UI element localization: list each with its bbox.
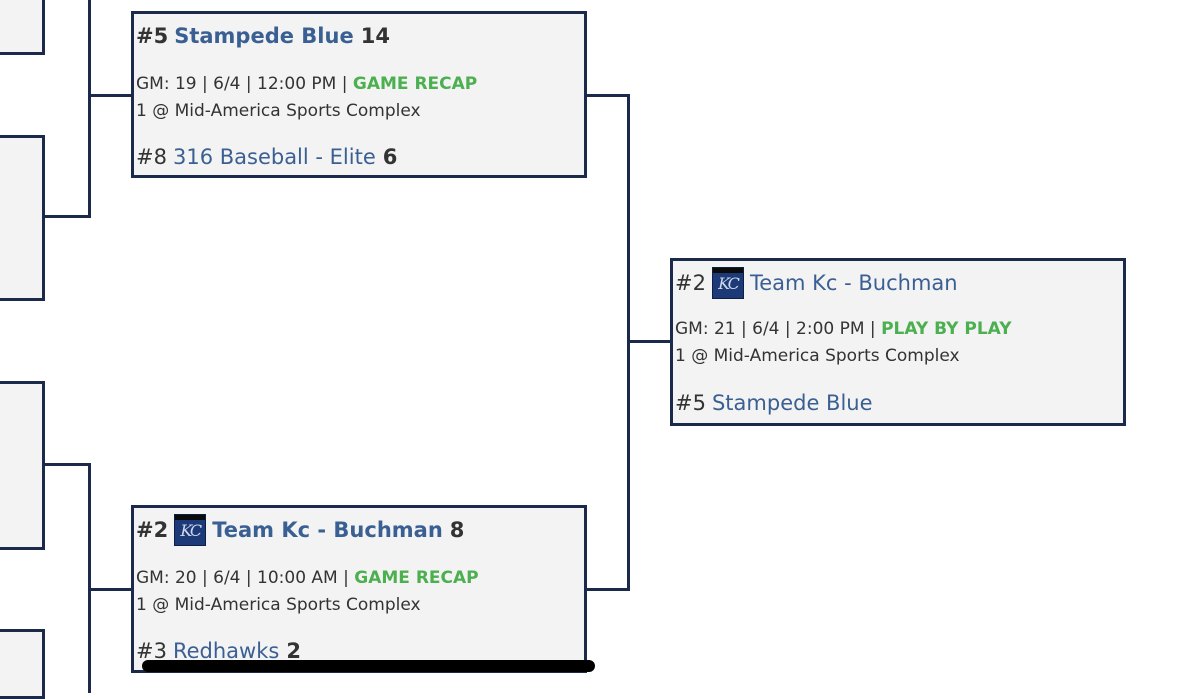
- team-seed: #2: [136, 518, 169, 542]
- game-info: GM: 21 | 6/4 | 2:00 PM | PLAY BY PLAY: [675, 319, 1012, 339]
- connector-line: [585, 588, 630, 591]
- game-details: GM: 19 | 6/4 | 12:00 PM |: [136, 74, 348, 94]
- connector-line: [88, 94, 133, 97]
- team-score: 14: [360, 24, 390, 48]
- team-seed: #3: [136, 639, 167, 663]
- team-seed: #5: [136, 24, 169, 48]
- connector-line: [88, 588, 133, 591]
- team-score: 2: [286, 639, 301, 663]
- team-link-316-baseball-elite[interactable]: 316 Baseball - Elite: [172, 145, 376, 169]
- team-link-stampede-blue[interactable]: Stampede Blue: [711, 391, 873, 415]
- team-kc-logo-icon: KC: [711, 267, 744, 299]
- team-kc-logo-icon: KC: [174, 514, 207, 546]
- bottom-team-row: #3 Redhawks 2: [136, 639, 301, 663]
- team-link-team-kc-buchman[interactable]: Team Kc - Buchman: [749, 271, 958, 295]
- top-team-row: #2 KC Team Kc - Buchman 8: [136, 514, 464, 546]
- prev-round-box-1: [0, 0, 45, 55]
- game-box-20: #2 KC Team Kc - Buchman 8 GM: 20 | 6/4 |…: [131, 505, 587, 673]
- bottom-team-row: #5 Stampede Blue: [675, 391, 873, 415]
- game-recap-link[interactable]: GAME RECAP: [354, 568, 479, 588]
- team-seed: #2: [675, 271, 706, 295]
- play-by-play-link[interactable]: PLAY BY PLAY: [881, 319, 1012, 339]
- team-score: 8: [449, 518, 465, 542]
- connector-line: [585, 94, 630, 97]
- game-details: GM: 21 | 6/4 | 2:00 PM |: [675, 319, 876, 339]
- connector-line: [627, 340, 672, 343]
- game-location: 1 @ Mid-America Sports Complex: [675, 346, 960, 366]
- prev-round-box-4: [0, 629, 45, 699]
- prev-round-box-3: [0, 381, 45, 550]
- game-location: 1 @ Mid-America Sports Complex: [136, 595, 421, 615]
- redaction-bar: [142, 660, 595, 672]
- game-info: GM: 20 | 6/4 | 10:00 AM | GAME RECAP: [136, 568, 479, 588]
- team-score: 6: [382, 145, 398, 169]
- prev-round-box-2: [0, 135, 45, 301]
- game-details: GM: 20 | 6/4 | 10:00 AM |: [136, 568, 349, 588]
- top-team-row: #2 KC Team Kc - Buchman: [675, 267, 958, 299]
- game-box-19: #5 Stampede Blue 14 GM: 19 | 6/4 | 12:00…: [131, 11, 587, 178]
- connector-line: [88, 463, 91, 693]
- bottom-team-row: #8 316 Baseball - Elite 6: [136, 145, 397, 169]
- game-info: GM: 19 | 6/4 | 12:00 PM | GAME RECAP: [136, 74, 477, 94]
- team-link-team-kc-buchman[interactable]: Team Kc - Buchman: [212, 518, 443, 542]
- team-seed: #8: [136, 145, 167, 169]
- top-team-row: #5 Stampede Blue 14: [136, 24, 390, 48]
- connector-line: [45, 215, 90, 218]
- team-link-stampede-blue[interactable]: Stampede Blue: [174, 24, 354, 48]
- connector-line: [88, 0, 91, 218]
- game-box-21: #2 KC Team Kc - Buchman GM: 21 | 6/4 | 2…: [670, 258, 1126, 426]
- team-seed: #5: [675, 391, 706, 415]
- connector-line: [45, 463, 90, 466]
- game-location: 1 @ Mid-America Sports Complex: [136, 101, 421, 121]
- team-link-redhawks[interactable]: Redhawks: [172, 639, 280, 663]
- game-recap-link[interactable]: GAME RECAP: [352, 74, 478, 94]
